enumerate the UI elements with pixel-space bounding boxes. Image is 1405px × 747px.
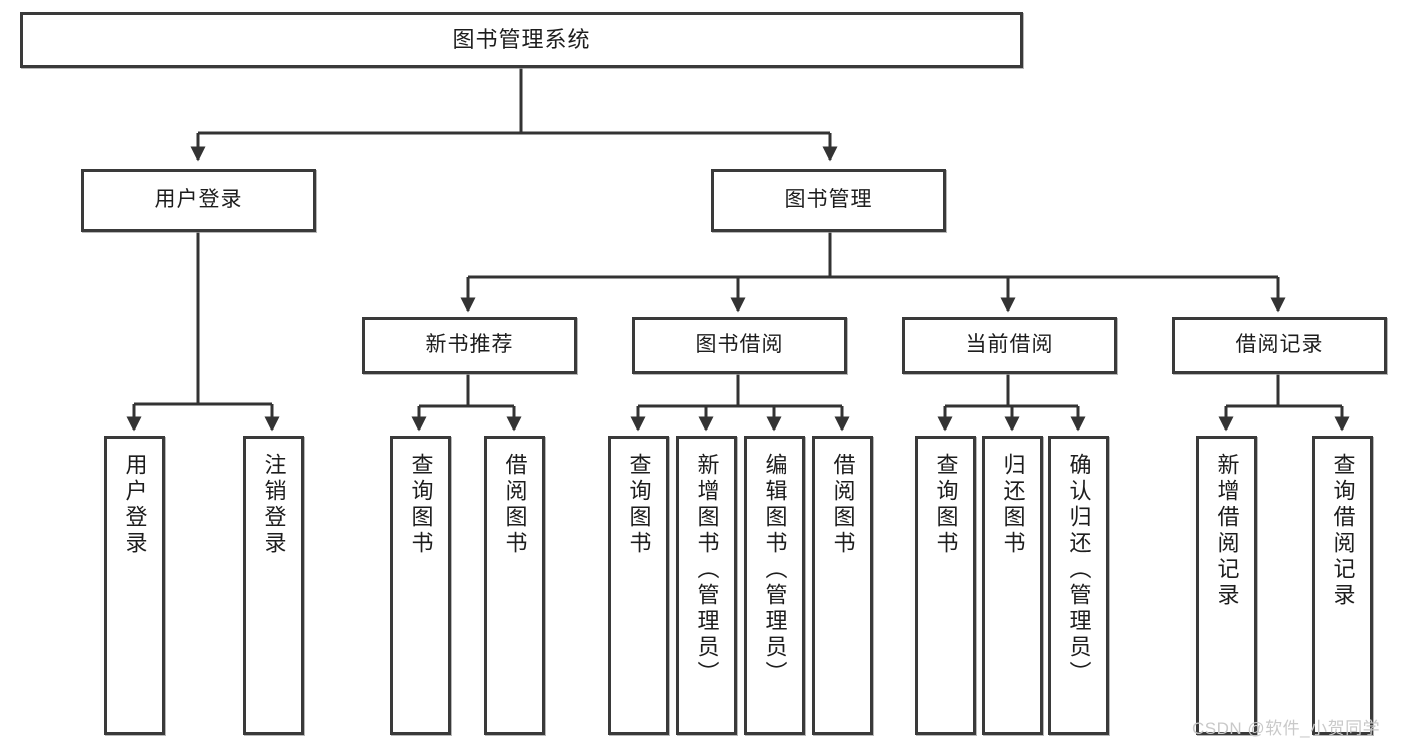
node-book-management[interactable]: 图书管理 — [711, 169, 946, 232]
node-borrow-record[interactable]: 借阅记录 — [1172, 317, 1387, 374]
csdn-watermark: CSDN @软件_小贺同学 — [1192, 719, 1381, 738]
leaf-query-book-1-label: 查询图书 — [408, 453, 434, 557]
leaf-confirm-return[interactable]: 确认归还（管理员） — [1048, 436, 1109, 735]
leaf-return-book-label: 归还图书 — [1000, 453, 1026, 557]
leaf-query-book-2-label: 查询图书 — [626, 453, 652, 557]
leaf-borrow-book-1-label: 借阅图书 — [502, 453, 528, 557]
leaf-query-book-1[interactable]: 查询图书 — [390, 436, 451, 735]
leaf-borrow-book-1[interactable]: 借阅图书 — [484, 436, 545, 735]
leaf-user-login[interactable]: 用户登录 — [104, 436, 165, 735]
leaf-add-record-label: 新增借阅记录 — [1214, 453, 1240, 609]
leaf-user-logout[interactable]: 注销登录 — [243, 436, 304, 735]
leaf-query-book-2[interactable]: 查询图书 — [608, 436, 669, 735]
leaf-user-logout-label: 注销登录 — [261, 453, 287, 557]
leaf-query-book-3[interactable]: 查询图书 — [915, 436, 976, 735]
leaf-edit-book-label: 编辑图书（管理员） — [762, 453, 788, 687]
node-root[interactable]: 图书管理系统 — [20, 12, 1023, 68]
node-current-borrow[interactable]: 当前借阅 — [902, 317, 1117, 374]
leaf-query-record[interactable]: 查询借阅记录 — [1312, 436, 1373, 735]
node-current-borrow-label: 当前借阅 — [965, 333, 1054, 357]
node-new-book-recommend-label: 新书推荐 — [425, 333, 514, 357]
node-book-management-label: 图书管理 — [784, 188, 873, 212]
leaf-add-book-label: 新增图书（管理员） — [694, 453, 720, 687]
leaf-query-book-3-label: 查询图书 — [933, 453, 959, 557]
node-borrow-record-label: 借阅记录 — [1235, 333, 1324, 357]
node-book-borrow-label: 图书借阅 — [695, 333, 784, 357]
leaf-confirm-return-label: 确认归还（管理员） — [1066, 453, 1092, 687]
leaf-user-login-label: 用户登录 — [122, 453, 148, 557]
leaf-edit-book[interactable]: 编辑图书（管理员） — [744, 436, 805, 735]
node-user-login[interactable]: 用户登录 — [81, 169, 316, 232]
node-user-login-label: 用户登录 — [154, 188, 243, 212]
leaf-query-record-label: 查询借阅记录 — [1330, 453, 1356, 609]
leaf-add-record[interactable]: 新增借阅记录 — [1196, 436, 1257, 735]
leaf-borrow-book-2-label: 借阅图书 — [830, 453, 856, 557]
leaf-add-book[interactable]: 新增图书（管理员） — [676, 436, 737, 735]
node-new-book-recommend[interactable]: 新书推荐 — [362, 317, 577, 374]
leaf-borrow-book-2[interactable]: 借阅图书 — [812, 436, 873, 735]
leaf-return-book[interactable]: 归还图书 — [982, 436, 1043, 735]
node-book-borrow[interactable]: 图书借阅 — [632, 317, 847, 374]
node-root-label: 图书管理系统 — [452, 27, 591, 53]
